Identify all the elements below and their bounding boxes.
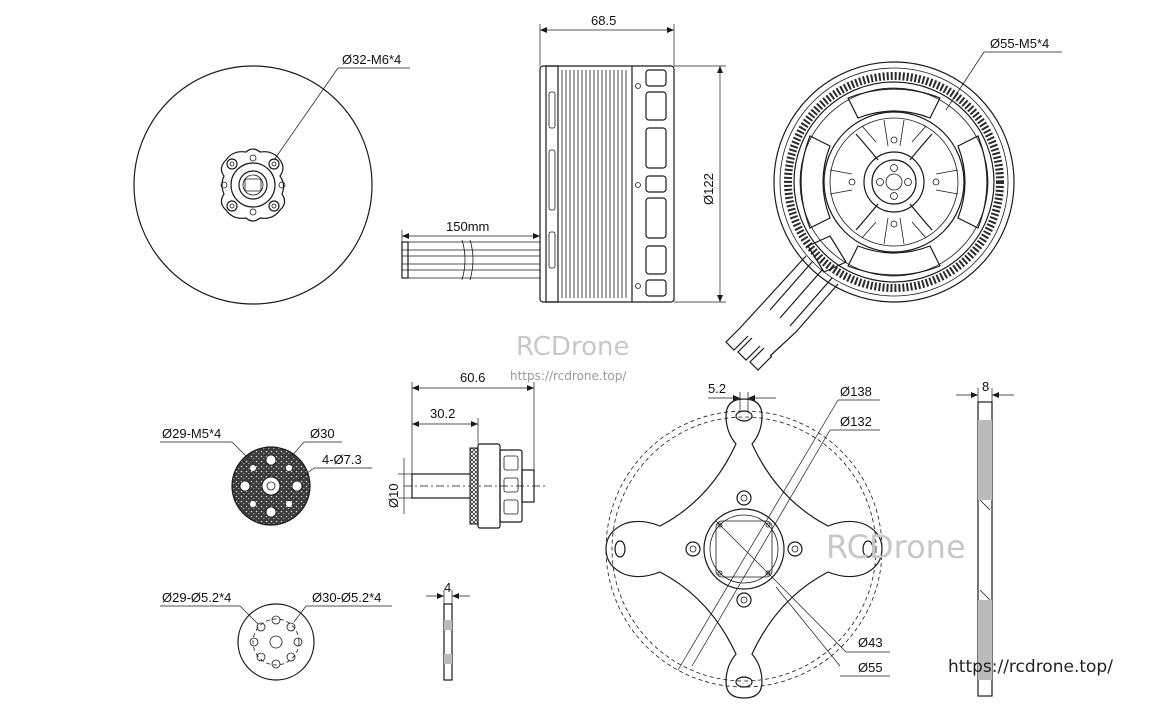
mount-plate-side-outline [977,401,993,697]
side-cables: 150mm [401,219,540,281]
back-holes-label: Ø55-M5*4 [990,36,1049,51]
flange-dia-label: Ø30 [310,426,335,441]
shaft-length-label: 30.2 [430,406,455,421]
motor-back-outline [773,61,1015,303]
flange-holes2-label: 4-Ø7.3 [322,452,362,467]
side-fins [561,66,633,302]
mount-d43-label: Ø43 [858,635,883,650]
small-plate-side: 4 [426,580,470,681]
width-dim-label: 68.5 [591,13,616,28]
plate-holes-label-1: Ø29-Ø5.2*4 [162,590,231,605]
mount-d138-label: Ø138 [840,384,872,399]
small-plate-view: Ø29-Ø5.2*4 Ø30-Ø5.2*4 [160,590,392,681]
plate-holes-label-2: Ø30-Ø5.2*4 [312,590,381,605]
side-slots [548,69,667,297]
back-view: Ø55-M5*4 [725,36,1062,371]
mount-slot-label: 5.2 [708,381,726,396]
front-holes-label: Ø32-M6*4 [342,52,401,67]
mount-plate-view: Ø138 Ø132 Ø43 Ø55 5.2 [605,381,890,699]
plate-side-thickness-label: 8 [982,379,989,394]
front-view: Ø32-M6*4 [133,52,410,305]
mount-d132-label: Ø132 [840,414,872,429]
cable-length-label: 150mm [446,219,489,234]
shaft-view: 60.6 30.2 Ø10 [386,370,548,529]
mount-plate-side: 8 [956,379,1014,697]
flange-holes-label: Ø29-M5*4 [162,426,221,441]
flange-view: Ø29-M5*4 Ø30 4-Ø7.3 [160,426,372,526]
watermark-rcdrone: RCDrone [516,332,629,362]
shaft-total-length-label: 60.6 [460,370,485,385]
back-spokes [829,119,959,245]
back-cable [725,235,847,371]
front-hub [220,148,286,222]
shaft-dia-label: Ø10 [386,483,401,508]
mount-cross-plate [605,398,883,699]
watermark-rcdrone-2: RCDrone [826,528,966,566]
small-plate-outline [237,603,315,681]
watermark-url: https://rcdrone.top/ [510,369,627,383]
height-dim-label: Ø122 [701,173,716,205]
motor-front-outline [133,65,373,305]
side-view: 150mm [401,13,726,303]
back-stator-pattern [784,72,1004,292]
mount-d55-label: Ø55 [858,660,883,675]
plate-thickness-label: 4 [444,580,451,595]
motor-body-side [539,65,675,303]
bottom-url: https://rcdrone.top/ [948,657,1113,677]
